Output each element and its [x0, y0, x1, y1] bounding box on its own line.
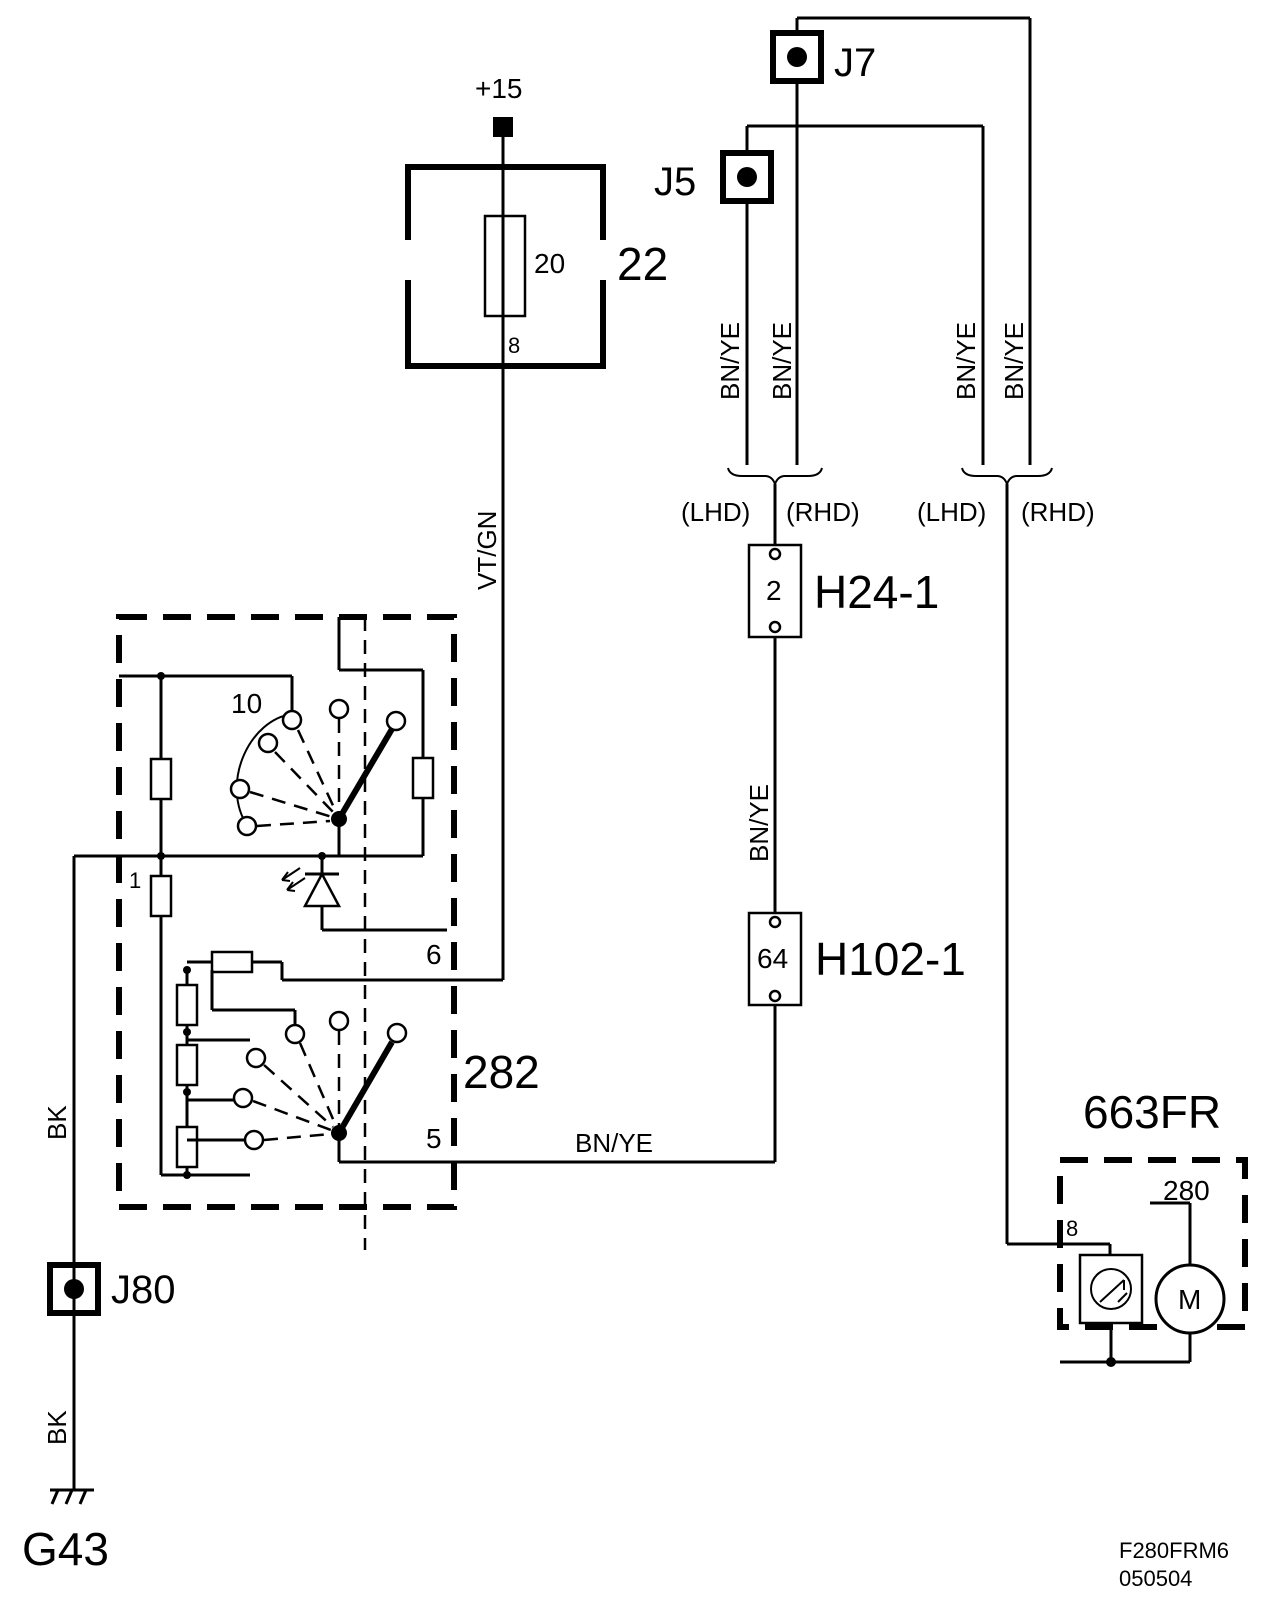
wire-color-h24-h102: BN/YE — [744, 784, 774, 862]
switch-pin-1: 1 — [129, 868, 141, 893]
motor-pin-280: 280 — [1163, 1175, 1210, 1206]
motor-unit-id: 663FR — [1083, 1086, 1221, 1138]
wire-color-bk-lower: BK — [42, 1410, 72, 1445]
junction-j5-label: J5 — [654, 160, 696, 204]
footer-code: F280FRM6 — [1119, 1538, 1229, 1563]
wire-color-supply: VT/GN — [472, 511, 502, 590]
ground-symbol — [50, 1488, 94, 1505]
variant-right-rhd: (RHD) — [1021, 497, 1095, 527]
footer-date: 050504 — [1119, 1566, 1192, 1591]
variant-left-rhd: (RHD) — [786, 497, 860, 527]
fuse-element — [483, 214, 527, 318]
junction-j80: J80 — [47, 1262, 176, 1316]
connector-h24-pin: 2 — [766, 575, 782, 606]
junction-j7-label: J7 — [834, 41, 876, 85]
switch-282: 10 1 — [74, 614, 540, 1250]
fuse-rating: 20 — [534, 248, 565, 279]
wire-color-pin5: BN/YE — [575, 1128, 653, 1158]
brace-right — [961, 467, 1053, 487]
wire-color-j7-left: BN/YE — [951, 322, 981, 400]
wire-color-j7-right: BN/YE — [999, 322, 1029, 400]
connector-h102-pin: 64 — [757, 943, 788, 974]
junction-j7: J7 — [770, 30, 876, 85]
connector-h24-1: 2 H24-1 — [747, 543, 939, 639]
wire-color-j5-right: BN/YE — [767, 322, 797, 400]
connector-h102-id: H102-1 — [815, 933, 966, 985]
connector-h24-id: H24-1 — [814, 566, 939, 618]
motor-pin-8: 8 — [1066, 1216, 1078, 1241]
connector-h102-1: 64 H102-1 — [747, 911, 966, 1007]
fuse-pin: 8 — [508, 333, 520, 358]
junction-j5: J5 — [654, 150, 774, 204]
switch-pin-5: 5 — [426, 1123, 442, 1154]
switch-id: 282 — [463, 1046, 540, 1098]
motor-label: M — [1178, 1284, 1201, 1315]
supply-label: +15 — [475, 73, 523, 104]
fuse-box-id: 22 — [617, 238, 668, 290]
motor-unit-663fr: 280 8 M — [1057, 1157, 1248, 1367]
wire-color-bk-upper: BK — [42, 1105, 72, 1140]
variant-left-lhd: (LHD) — [681, 497, 750, 527]
supply-terminal — [493, 117, 513, 137]
switch-dashed-box — [116, 614, 457, 1210]
variant-right-lhd: (LHD) — [917, 497, 986, 527]
junction-j80-label: J80 — [111, 1268, 176, 1312]
fuse-box-22: 20 8 22 — [405, 164, 668, 369]
brace-left — [727, 467, 823, 487]
switch-pin-6: 6 — [426, 939, 442, 970]
wire-color-j5-left: BN/YE — [715, 322, 745, 400]
switch-pin-10: 10 — [231, 688, 262, 719]
ground-id: G43 — [22, 1523, 109, 1575]
